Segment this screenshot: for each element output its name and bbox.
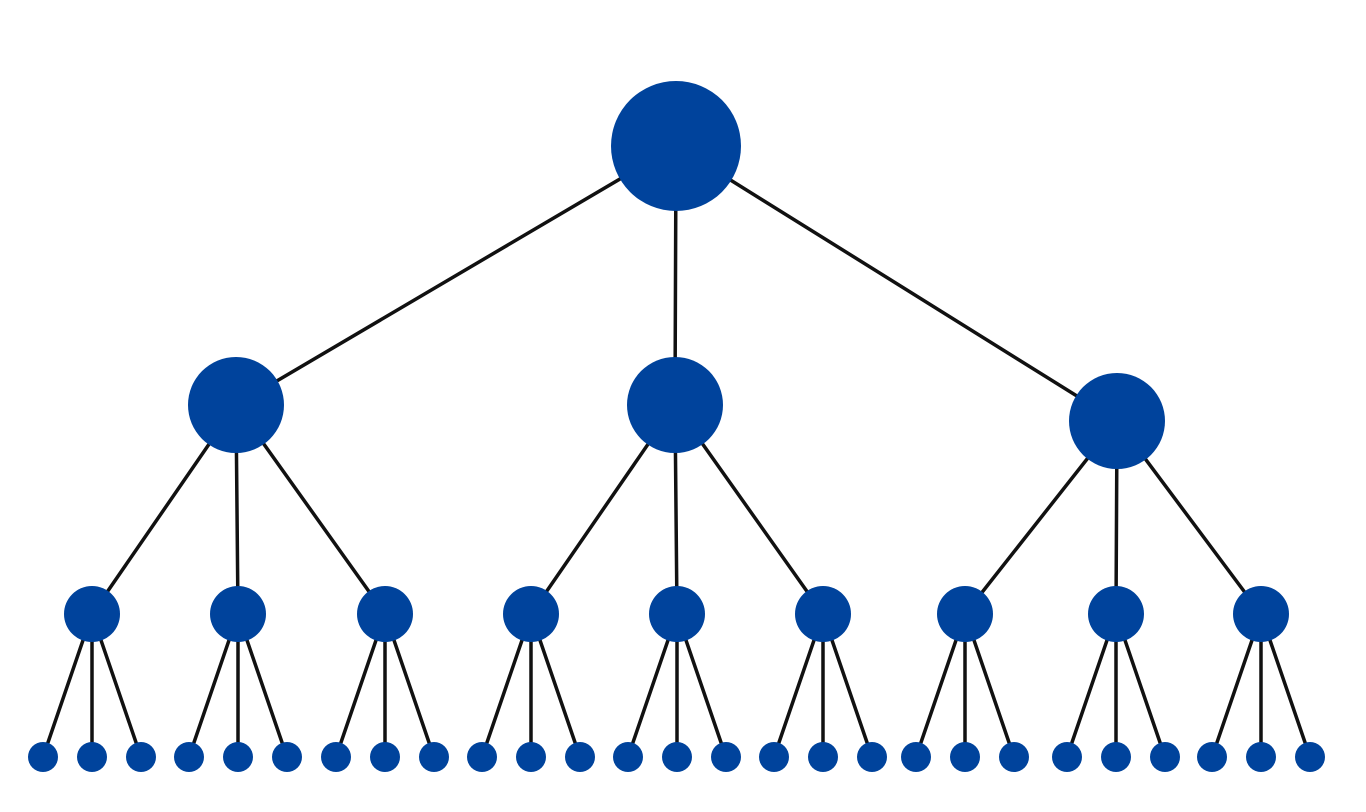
tree-node-level-3-1	[28, 742, 58, 772]
tree-node-level-3-4	[174, 742, 204, 772]
tree-node-level-3-16	[759, 742, 789, 772]
tree-node-level-3-15	[711, 742, 741, 772]
tree-node-level-3-19	[901, 742, 931, 772]
tree-node-level-3-24	[1150, 742, 1180, 772]
tree-node-level-3-2	[77, 742, 107, 772]
tree-node-level-2-8	[1088, 586, 1144, 642]
tree-node-level-3-18	[857, 742, 887, 772]
tree-node-level-3-3	[126, 742, 156, 772]
tree-node-level-3-13	[613, 742, 643, 772]
tree-node-level-2-5	[649, 586, 705, 642]
tree-node-level-3-5	[223, 742, 253, 772]
tree-node-level-2-3	[357, 586, 413, 642]
tree-node-level-2-1	[64, 586, 120, 642]
tree-root-node	[611, 81, 741, 211]
tree-node-level-2-4	[503, 586, 559, 642]
tree-node-level-3-22	[1052, 742, 1082, 772]
tree-node-level-1-2	[627, 357, 723, 453]
tree-node-level-2-9	[1233, 586, 1289, 642]
tree-node-level-3-9	[419, 742, 449, 772]
tree-nodes	[28, 81, 1325, 772]
tree-node-level-3-7	[321, 742, 351, 772]
tree-node-level-3-17	[808, 742, 838, 772]
tree-node-level-3-6	[272, 742, 302, 772]
tree-node-level-3-14	[662, 742, 692, 772]
tree-node-level-3-12	[565, 742, 595, 772]
tree-edge-level-1-3	[674, 144, 1119, 423]
tree-node-level-1-1	[188, 357, 284, 453]
tree-node-level-3-25	[1197, 742, 1227, 772]
tree-node-level-1-3	[1069, 373, 1165, 469]
tree-node-level-3-11	[516, 742, 546, 772]
tree-node-level-3-27	[1295, 742, 1325, 772]
tree-edge-level-1-1	[234, 144, 678, 407]
tree-node-level-3-21	[999, 742, 1029, 772]
tree-node-level-3-23	[1101, 742, 1131, 772]
tree-node-level-2-2	[210, 586, 266, 642]
tree-node-level-2-7	[937, 586, 993, 642]
tree-node-level-3-20	[950, 742, 980, 772]
tree-node-level-2-6	[795, 586, 851, 642]
tree-node-level-3-26	[1246, 742, 1276, 772]
tree-node-level-3-8	[370, 742, 400, 772]
tree-node-level-3-10	[467, 742, 497, 772]
